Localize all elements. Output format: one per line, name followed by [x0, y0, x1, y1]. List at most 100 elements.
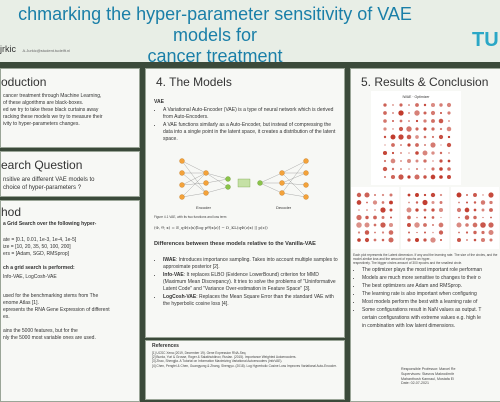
bubble-marker [415, 135, 419, 139]
bubble-marker [423, 135, 427, 139]
bubble-marker [381, 193, 385, 197]
bubble-marker [481, 230, 485, 235]
bubble-marker [480, 200, 486, 205]
bubble-marker [414, 174, 420, 180]
references-heading: References [152, 343, 179, 349]
decoder-nodes [279, 158, 309, 200]
vae-diagram: Encoder Decoder [179, 158, 309, 210]
bubble-marker [430, 174, 436, 180]
bubble-marker [384, 144, 386, 146]
bubble-marker [482, 194, 484, 196]
bubble-marker [480, 237, 486, 243]
bubble-marker [414, 237, 420, 243]
bubble-marker [423, 216, 427, 219]
bubble-marker [458, 231, 460, 234]
results-footer: Responsible Professor: Marcel Re Supervi… [401, 367, 499, 386]
poster-header: chmarking the hyper-parameter sensitivit… [0, 0, 500, 66]
title-line-2: cancer treatment [147, 46, 283, 66]
vae-bullet: A VAE functions similarly as a Auto-Enco… [163, 122, 340, 143]
encoder-nodes [179, 158, 209, 200]
bubble-marker [446, 126, 452, 132]
bubble-marker [438, 230, 444, 235]
bubble-marker [431, 151, 435, 155]
bubble-marker [430, 192, 436, 198]
conclusions-list: The optimizer plays the most important r… [353, 267, 499, 331]
bubble-marker [488, 229, 494, 236]
poster-title: chmarking the hyper-parameter sensitivit… [0, 4, 430, 67]
bubble-marker [400, 144, 402, 146]
diff-text: Replaces the Mean Square Error than the … [163, 294, 334, 307]
bubble-marker [446, 142, 452, 148]
encoder-network [181, 160, 229, 198]
bubble-marker [456, 192, 462, 198]
method-params: ate = [0.1, 0.01, 1e-3, 1e-4, 1e-5] ize … [3, 237, 137, 258]
bubble-marker [430, 142, 436, 148]
method-line: enome Atlas [1]. [3, 300, 39, 306]
bubble-marker [423, 119, 427, 123]
research-text: nsitive are different VAE models to choi… [3, 176, 137, 192]
references-panel: References [1] UCSC Xena (2019, December… [145, 340, 345, 400]
bubble-marker [422, 199, 428, 206]
bubble-marker [473, 230, 477, 235]
bubble-marker [389, 216, 393, 219]
footer-line: Responsible Professor: Marcel Re [401, 367, 456, 371]
intro-line: of these algorithms are black-boxes. [3, 100, 84, 106]
bubble-marker [440, 144, 442, 146]
bubble-marker [482, 216, 484, 219]
bubble-marker [423, 231, 427, 234]
bubble-marker [406, 207, 412, 213]
bubble-marker [398, 134, 404, 140]
footer-line: Date: 02-07-2021 [401, 381, 429, 386]
bubble-marker [415, 151, 419, 155]
bubble-marker [392, 104, 394, 106]
tu-delft-logo: TU [472, 29, 499, 51]
research-heading: earch Question [1, 158, 83, 172]
bubble-marker [473, 208, 477, 212]
bubble-marker [415, 167, 419, 171]
method-line [3, 321, 137, 328]
bubble-marker [398, 126, 404, 132]
intro-line: ed we try to take these black curtains a… [3, 107, 99, 113]
bubble-marker [415, 119, 419, 123]
bubble-marker [414, 110, 420, 116]
author-email: A.Jurkic@student.tudelft.nl [22, 48, 71, 53]
bubble-marker [472, 222, 478, 228]
intro-line: ivity to hyper-parameters changes. [3, 121, 80, 127]
bubble-marker [431, 200, 435, 205]
title-line-1: chmarking the hyper-parameter sensitivit… [18, 4, 412, 45]
bubble-grid [382, 102, 452, 180]
bubble-marker [423, 159, 427, 163]
bubble-marker [458, 201, 460, 204]
bubble-marker [408, 120, 410, 122]
bubble-marker [389, 208, 393, 212]
bubble-marker [423, 223, 427, 227]
bubble-marker [489, 208, 493, 212]
bubble-marker [473, 238, 477, 242]
conclusion-item: Some configurations result in NaN values… [362, 307, 499, 314]
bubble-marker [439, 127, 443, 131]
author-line: jrkic A.Jurkic@student.tudelft.nl [0, 44, 70, 54]
method-heading: hod [1, 205, 22, 219]
bubble-marker [391, 151, 395, 155]
bubble-marker [465, 223, 469, 227]
conclusion-item: in combination with low latent dimension… [362, 323, 456, 329]
bubble-marker [407, 175, 411, 179]
references-list: [1] UCSC Xena (2019, December 19). Gene … [152, 351, 340, 368]
bubble-marker [473, 193, 477, 197]
bubble-marker [383, 127, 387, 131]
bubble-marker [373, 223, 377, 227]
intro-panel: oduction cancer treatment through Machin… [0, 68, 140, 148]
bubble-marker [431, 127, 435, 131]
bubble-marker [439, 175, 443, 179]
bubble-marker [447, 175, 451, 179]
bubble-marker [415, 193, 419, 197]
bubble-marker [439, 193, 443, 197]
bubble-marker [373, 215, 377, 220]
bubble-marker [406, 126, 412, 132]
bubble-marker [365, 215, 369, 220]
bubble-marker [407, 238, 411, 242]
bubble-marker [408, 201, 410, 204]
bubble-marker [447, 159, 451, 163]
conclusion-item: The best optimizers are Adam and RMSprop… [362, 283, 499, 290]
bubble-marker [414, 222, 420, 228]
